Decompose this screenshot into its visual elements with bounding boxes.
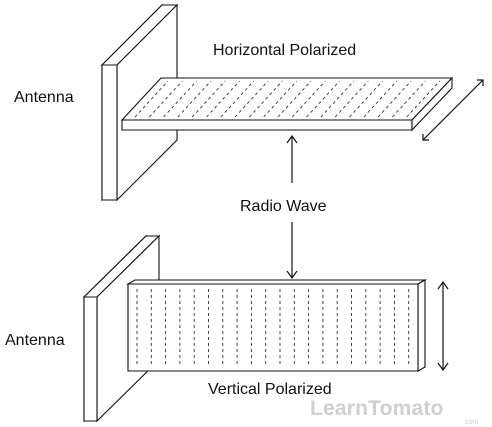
field-line	[191, 80, 226, 118]
field-line	[406, 80, 441, 118]
field-line	[163, 80, 197, 118]
vertical-orientation-arrow	[437, 280, 449, 372]
field-line	[392, 80, 426, 118]
field-line	[320, 80, 355, 118]
antenna-bottom-label: Antenna	[5, 332, 65, 349]
field-line	[377, 80, 412, 118]
vertical-field-lines	[136, 289, 410, 367]
field-line	[249, 80, 283, 118]
vertical-wave-slab	[125, 279, 428, 372]
radio-wave-label: Radio Wave	[240, 198, 327, 215]
horizontal-polarized-label: Horizontal Polarized	[213, 42, 356, 59]
field-line	[349, 80, 383, 118]
field-line	[363, 80, 398, 118]
field-line	[234, 80, 269, 118]
radio-wave-arrow-up	[286, 134, 298, 183]
field-line	[291, 80, 326, 118]
watermark-suffix: .com	[463, 419, 478, 426]
field-line	[306, 80, 340, 118]
vertical-polarized-label: Vertical Polarized	[208, 381, 332, 398]
antenna-top-plate	[100, 3, 179, 202]
field-line	[220, 80, 255, 118]
field-line	[277, 80, 312, 118]
horizontal-orientation-arrow	[422, 79, 484, 141]
field-line	[206, 80, 240, 118]
field-line	[334, 80, 369, 118]
field-line	[263, 80, 298, 118]
horizontal-field-lines	[134, 80, 441, 118]
radio-wave-arrow-down	[286, 222, 298, 280]
watermark-logo: LearnTomato	[310, 397, 444, 420]
horizontal-wave-slab	[120, 76, 454, 132]
field-line	[177, 80, 212, 118]
field-line	[148, 80, 183, 118]
field-line	[134, 80, 169, 118]
antenna-top-label: Antenna	[14, 89, 74, 106]
